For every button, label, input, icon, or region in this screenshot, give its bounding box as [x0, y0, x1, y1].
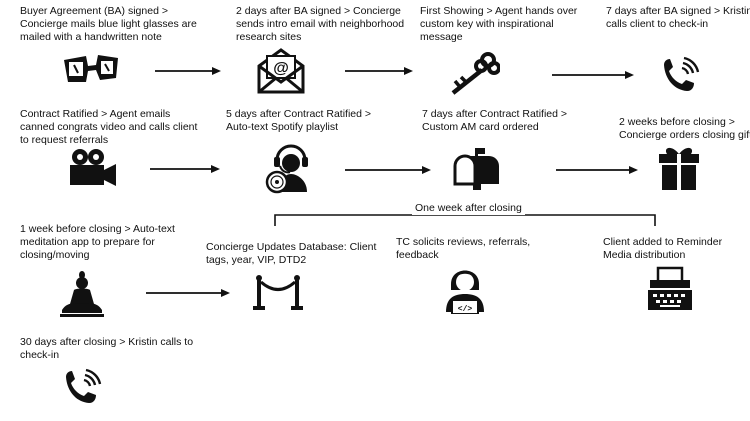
step-spotify-label: 5 days after Contract Ratified > Auto-te…	[226, 108, 372, 133]
step-closing-gift-label: 2 weeks before closing > Concierge order…	[619, 116, 750, 141]
gift-icon	[657, 144, 701, 192]
group-label: One week after closing	[412, 202, 525, 215]
step-ba-signed-label: Buyer Agreement (BA) signed > Concierge …	[20, 5, 197, 43]
step-reminder-media-label: Client added to Reminder Media distribut…	[603, 236, 723, 261]
step-database-label: Concierge Updates Database: Client tags,…	[206, 241, 377, 266]
step-first-showing-label: First Showing > Agent hands over custom …	[420, 5, 578, 43]
coder-person-icon: </>	[442, 262, 488, 314]
phone-icon	[660, 56, 700, 96]
step-intro-email-label: 2 days after BA signed > Concierge sends…	[236, 5, 405, 43]
email-icon: @	[256, 46, 306, 94]
step-meditation-label: 1 week before closing > Auto-text medita…	[20, 223, 175, 261]
typewriter-icon	[646, 266, 694, 312]
key-icon	[448, 50, 500, 96]
video-camera-icon	[66, 148, 118, 188]
svg-text:@: @	[273, 60, 289, 77]
flow-arrow	[556, 165, 638, 175]
step-check-in-30-label: 30 days after closing > Kristin calls to…	[20, 336, 194, 361]
flow-arrow	[345, 165, 431, 175]
stanchion-rope-icon	[253, 275, 303, 311]
step-contract-ratified-label: Contract Ratified > Agent emails canned …	[20, 108, 198, 146]
step-check-in-7-label: 7 days after BA signed > Kristin calls c…	[606, 5, 750, 30]
svg-text:</>: </>	[458, 305, 473, 314]
flow-arrow	[146, 288, 230, 298]
mailbox-icon	[453, 146, 501, 190]
buddha-icon	[58, 270, 106, 318]
step-am-card-label: 7 days after Contract Ratified > Custom …	[422, 108, 568, 133]
flow-arrow	[345, 66, 413, 76]
headset-music-icon	[265, 142, 313, 194]
flow-arrow	[552, 70, 634, 80]
glasses-icon	[62, 52, 120, 88]
step-reviews-label: TC solicits reviews, referrals, feedback	[396, 236, 531, 261]
phone-icon	[62, 368, 102, 408]
flow-arrow	[155, 66, 221, 76]
flow-arrow	[150, 164, 220, 174]
